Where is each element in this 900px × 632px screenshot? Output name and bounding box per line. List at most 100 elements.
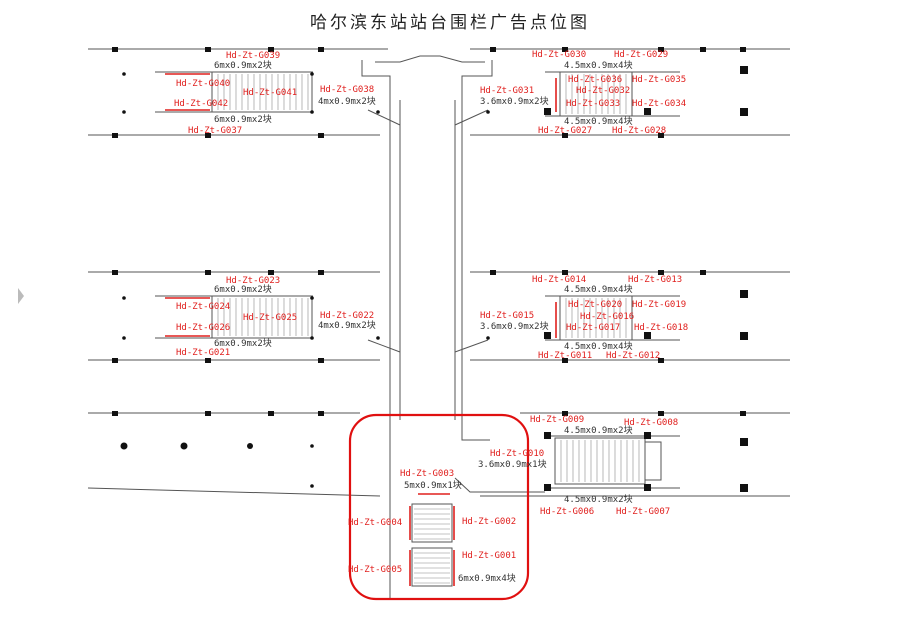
dimension-label: 4.5mx0.9mx2块 (564, 424, 633, 436)
stair-block (411, 503, 453, 543)
dimension-label: 6mx0.9mx4块 (458, 572, 516, 584)
column-marker (112, 411, 118, 416)
corridor-wall (367, 339, 401, 353)
post-dot (122, 72, 126, 76)
dimension-label: 6mx0.9mx2块 (214, 59, 272, 71)
dimension-label: 6mx0.9mx2块 (214, 113, 272, 125)
platform-edge-line (87, 487, 381, 497)
pillar (740, 438, 748, 446)
column-marker (740, 411, 746, 416)
corridor-wall (367, 109, 401, 126)
ad-code-g005: Hd-Zt-G005 (348, 565, 402, 575)
stair-block (554, 437, 646, 485)
dimension-label: 3.6mx0.9mx1块 (478, 458, 547, 470)
corridor-wall (454, 477, 545, 493)
ad-code-g006: Hd-Zt-G006 (540, 507, 594, 517)
ad-code-g026: Hd-Zt-G026 (176, 323, 230, 333)
pillar (740, 332, 748, 340)
ad-code-g033: Hd-Zt-G033 (566, 99, 620, 109)
stair-treads (414, 508, 450, 584)
stair-treads (560, 440, 640, 482)
column-marker (268, 411, 274, 416)
column-marker (318, 47, 324, 52)
ad-code-g001: Hd-Zt-G001 (462, 551, 516, 561)
ad-code-g009: Hd-Zt-G009 (530, 415, 584, 425)
ad-code-g003: Hd-Zt-G003 (400, 469, 454, 479)
ad-code-g007: Hd-Zt-G007 (616, 507, 670, 517)
corridor-wall (361, 60, 391, 600)
scroll-arrow-icon (18, 288, 24, 304)
column-marker (562, 358, 568, 363)
ad-code-g019: Hd-Zt-G019 (632, 300, 686, 310)
ad-code-g040: Hd-Zt-G040 (176, 79, 230, 89)
column-marker (562, 411, 568, 416)
ad-code-g004: Hd-Zt-G004 (348, 518, 402, 528)
pillar (644, 484, 651, 491)
bollard-dot (180, 442, 188, 450)
column-marker (490, 47, 496, 52)
column-marker (562, 270, 568, 275)
page-title: 哈尔滨东站站台围栏广告点位图 (310, 13, 590, 33)
corridor-wall (454, 339, 489, 353)
pillar (644, 432, 651, 439)
column-marker (205, 411, 211, 416)
ad-code-g013: Hd-Zt-G013 (628, 275, 682, 285)
ad-code-g031: Hd-Zt-G031 (480, 86, 534, 96)
column-marker (658, 411, 664, 416)
post-dot (310, 484, 314, 488)
column-marker (318, 270, 324, 275)
column-marker (700, 47, 706, 52)
ad-code-g014: Hd-Zt-G014 (532, 275, 586, 285)
highlight-frame (348, 413, 530, 601)
stair-block (411, 547, 453, 587)
ad-code-g015: Hd-Zt-G015 (480, 311, 534, 321)
ad-code-g027: Hd-Zt-G027 (538, 126, 592, 136)
ad-code-g036: Hd-Zt-G036 (568, 75, 622, 85)
ad-code-g035: Hd-Zt-G035 (632, 75, 686, 85)
stair-treads (217, 74, 309, 110)
post-dot (376, 110, 380, 114)
post-dot (376, 336, 380, 340)
column-marker (268, 47, 274, 52)
corridor-wall (454, 109, 489, 126)
ad-code-g016: Hd-Zt-G016 (580, 312, 634, 322)
column-marker (700, 270, 706, 275)
column-marker (658, 133, 664, 138)
column-marker (562, 47, 568, 52)
stair-treads (217, 298, 309, 336)
ad-code-g025: Hd-Zt-G025 (243, 313, 297, 323)
ad-code-g002: Hd-Zt-G002 (462, 517, 516, 527)
ad-code-g012: Hd-Zt-G012 (606, 351, 660, 361)
column-marker (318, 133, 324, 138)
corridor-wall (461, 60, 493, 441)
column-marker (205, 133, 211, 138)
ad-code-g032: Hd-Zt-G032 (576, 86, 630, 96)
pillar (644, 332, 651, 339)
ad-code-g020: Hd-Zt-G020 (568, 300, 622, 310)
dimension-label: 6mx0.9mx2块 (214, 283, 272, 295)
ad-code-g023: Hd-Zt-G023 (226, 276, 280, 286)
ad-code-g010: Hd-Zt-G010 (490, 449, 544, 459)
pillar (544, 332, 551, 339)
ad-code-g011: Hd-Zt-G011 (538, 351, 592, 361)
ad-code-g030: Hd-Zt-G030 (532, 50, 586, 60)
column-marker (658, 358, 664, 363)
pillar (544, 108, 551, 115)
bollard-dot (247, 443, 253, 449)
column-marker (318, 411, 324, 416)
post-dot (486, 110, 490, 114)
ad-code-g021: Hd-Zt-G021 (176, 348, 230, 358)
dimension-label: 4.5mx0.9mx4块 (564, 283, 633, 295)
dimension-label: 4.5mx0.9mx4块 (564, 59, 633, 71)
column-marker (268, 270, 274, 275)
dimension-label: 4.5mx0.9mx4块 (564, 340, 633, 352)
ad-code-g022: Hd-Zt-G022 (320, 311, 374, 321)
column-marker (740, 47, 746, 52)
post-dot (310, 444, 314, 448)
post-dot (310, 296, 314, 300)
column-marker (112, 47, 118, 52)
ad-code-g037: Hd-Zt-G037 (188, 126, 242, 136)
post-dot (122, 110, 126, 114)
column-marker (490, 270, 496, 275)
